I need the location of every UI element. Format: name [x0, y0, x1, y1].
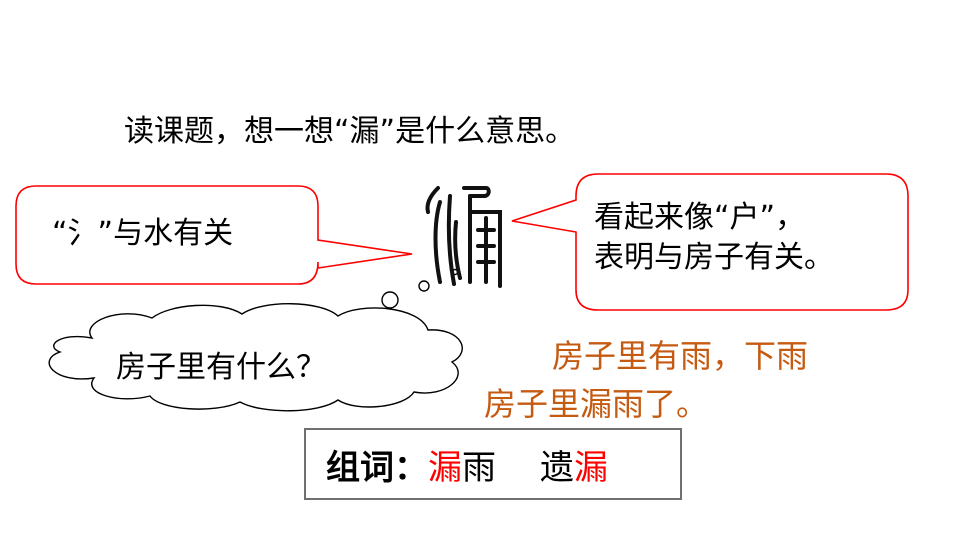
- word-yilou-highlight: 漏: [574, 447, 608, 488]
- word-group-box: 组词： 漏雨 遗漏: [304, 428, 682, 500]
- answer-line1: 房子里有雨，下雨: [552, 337, 809, 375]
- right-bubble-text: 看起来像“户”， 表明与房子有关。: [594, 198, 834, 278]
- left-speech-bubble: [15, 185, 413, 285]
- word-yilou-rest: 遗: [540, 447, 574, 488]
- thought-cloud-text: 房子里有什么？: [116, 350, 326, 385]
- right-speech-bubble: [511, 173, 909, 311]
- right-bubble-line1: 看起来像“户”，: [594, 200, 806, 235]
- right-bubble-line2: 表明与房子有关。: [594, 240, 834, 275]
- word-group-label: 组词：: [326, 447, 428, 488]
- thought-cloud: [48, 268, 463, 412]
- page-title: 读课题，想一想“漏”是什么意思。: [124, 114, 576, 149]
- word-louyu-highlight: 漏: [428, 447, 462, 488]
- word-yilou: 遗漏: [540, 440, 608, 489]
- thought-dot-large: [381, 291, 399, 309]
- answer-line2: 房子里漏雨了。: [484, 385, 709, 423]
- left-bubble-text: “氵”与水有关: [52, 216, 234, 251]
- word-louyu: 漏雨: [428, 440, 496, 489]
- word-louyu-rest: 雨: [462, 447, 496, 488]
- seal-script-lou-glyph-icon: [425, 186, 502, 288]
- thought-dot-small: [418, 280, 430, 292]
